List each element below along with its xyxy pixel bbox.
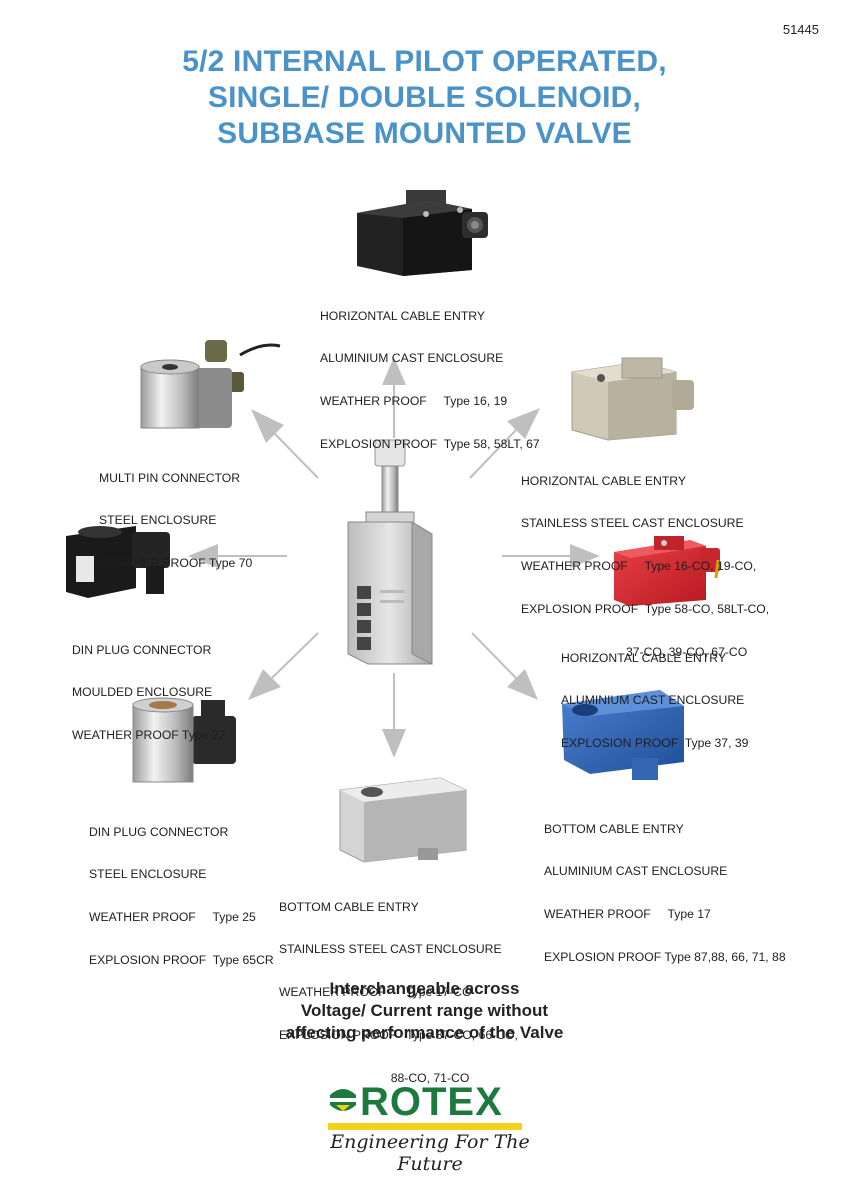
caption-upper-right-line-5: 37-CO, 39-CO, 67-CO — [521, 645, 748, 660]
caption-lower-left-line-1: DIN PLUG CONNECTOR — [89, 824, 229, 839]
caption-bottom-line-5: 88-CO, 71-CO — [279, 1071, 470, 1086]
arrow-lower-left — [248, 632, 319, 700]
tagline-line-3: affecting performance of the Valve — [285, 1023, 564, 1042]
caption-top-line-2: ALUMINIUM CAST ENCLOSURE — [320, 351, 504, 366]
title-line-3: SUBBASE MOUNTED VALVE — [217, 117, 632, 150]
caption-lower-left-line-2: STEEL ENCLOSURE — [89, 867, 207, 882]
caption-top: HORIZONTAL CABLE ENTRY ALUMINIUM CAST EN… — [320, 280, 540, 466]
caption-upper-right-line-3: WEATHER PROOF Type 16-CO, 19-CO, — [521, 559, 757, 574]
caption-right-line-2: ALUMINIUM CAST ENCLOSURE — [561, 693, 745, 708]
caption-left-line-2: MOULDED ENCLOSURE — [72, 685, 213, 700]
arrow-right — [502, 544, 600, 568]
caption-bottom-line-3: WEATHER PROOF Type 17-CO — [279, 985, 472, 1000]
rotex-logo: ROTEX Engineering For The Future — [300, 1075, 560, 1175]
title-line-2: SINGLE/ DOUBLE SOLENOID, — [207, 81, 642, 114]
caption-upper-left-line-1: MULTI PIN CONNECTOR — [99, 470, 241, 485]
left-coil-image — [66, 526, 170, 598]
upper-left-coil-image — [140, 340, 281, 429]
logo-bar — [328, 1123, 522, 1130]
lower-right-coil-image — [562, 690, 684, 780]
caption-bottom-line-4: EXPLOSION PROOF Type 87-CO, 66-CO, — [279, 1028, 518, 1043]
upper-right-coil-image — [571, 357, 694, 441]
caption-lower-left: DIN PLUG CONNECTOR STEEL ENCLOSURE WEATH… — [89, 796, 274, 982]
arrow-lower-right — [471, 632, 538, 700]
caption-lower-left-line-4: EXPLOSION PROOF Type 65CR — [89, 953, 274, 968]
caption-lower-right-line-4: EXPLOSION PROOF Type 87,88, 66, 71, 88 — [544, 950, 786, 965]
caption-right-line-3: EXPLOSION PROOF Type 37, 39 — [561, 736, 749, 751]
title-line-1: 5/2 INTERNAL PILOT OPERATED, — [182, 45, 667, 78]
caption-upper-left: MULTI PIN CONNECTOR STEEL ENCLOSURE WEAT… — [99, 442, 252, 585]
central-valve-image — [347, 439, 433, 665]
caption-top-line-3: WEATHER PROOF Type 16, 19 — [320, 394, 508, 409]
caption-upper-right-line-4: EXPLOSION PROOF Type 58-CO, 58LT-CO, — [521, 602, 770, 617]
caption-bottom-line-1: BOTTOM CABLE ENTRY — [279, 899, 419, 914]
top-coil-image — [357, 190, 488, 276]
tagline: Interchangeable across Voltage/ Current … — [0, 978, 849, 1044]
arrow-upper-right — [469, 408, 540, 479]
caption-left-line-1: DIN PLUG CONNECTOR — [72, 642, 212, 657]
document-number: 51445 — [782, 22, 819, 37]
arrow-down — [382, 673, 406, 758]
arrow-up — [382, 357, 406, 438]
arrow-left — [188, 544, 287, 568]
logo-slogan: Engineering For The Future — [330, 1131, 530, 1175]
caption-lower-right-line-3: WEATHER PROOF Type 17 — [544, 907, 711, 922]
caption-lower-left-line-3: WEATHER PROOF Type 25 — [89, 910, 256, 925]
right-coil-image — [614, 536, 720, 606]
bottom-coil-image — [339, 777, 467, 863]
caption-bottom: BOTTOM CABLE ENTRY STAINLESS STEEL CAST … — [279, 871, 518, 1100]
caption-left: DIN PLUG CONNECTOR MOULDED ENCLOSURE WEA… — [72, 614, 225, 757]
caption-upper-right: HORIZONTAL CABLE ENTRY STAINLESS STEEL C… — [521, 445, 769, 674]
caption-upper-left-line-2: STEEL ENCLOSURE — [99, 513, 217, 528]
arrows — [188, 357, 600, 758]
caption-upper-right-line-2: STAINLESS STEEL CAST ENCLOSURE — [521, 516, 744, 531]
caption-lower-right-line-1: BOTTOM CABLE ENTRY — [544, 821, 684, 836]
caption-bottom-line-2: STAINLESS STEEL CAST ENCLOSURE — [279, 942, 502, 957]
caption-lower-right-line-2: ALUMINIUM CAST ENCLOSURE — [544, 864, 728, 879]
caption-left-line-3: WEATHER PROOF Type 22 — [72, 728, 226, 743]
caption-upper-right-line-1: HORIZONTAL CABLE ENTRY — [521, 473, 687, 488]
tagline-line-2: Voltage/ Current range without — [300, 1001, 549, 1020]
caption-top-line-1: HORIZONTAL CABLE ENTRY — [320, 308, 486, 323]
tagline-line-1: Interchangeable across — [329, 979, 520, 998]
arrow-upper-left — [251, 409, 319, 479]
page-title: 5/2 INTERNAL PILOT OPERATED, SINGLE/ DOU… — [0, 44, 849, 152]
caption-right: HORIZONTAL CABLE ENTRY ALUMINIUM CAST EN… — [561, 622, 748, 765]
logo-brand: ROTEX — [360, 1080, 503, 1124]
rotex-emblem-icon — [330, 1089, 356, 1111]
lower-left-coil-image — [132, 697, 236, 783]
caption-top-line-4: EXPLOSION PROOF Type 58, 58LT, 67 — [320, 437, 540, 452]
caption-upper-left-line-3: WEATHER PROOF Type 70 — [99, 556, 253, 571]
caption-lower-right: BOTTOM CABLE ENTRY ALUMINIUM CAST ENCLOS… — [544, 793, 786, 979]
caption-right-line-1: HORIZONTAL CABLE ENTRY — [561, 650, 727, 665]
